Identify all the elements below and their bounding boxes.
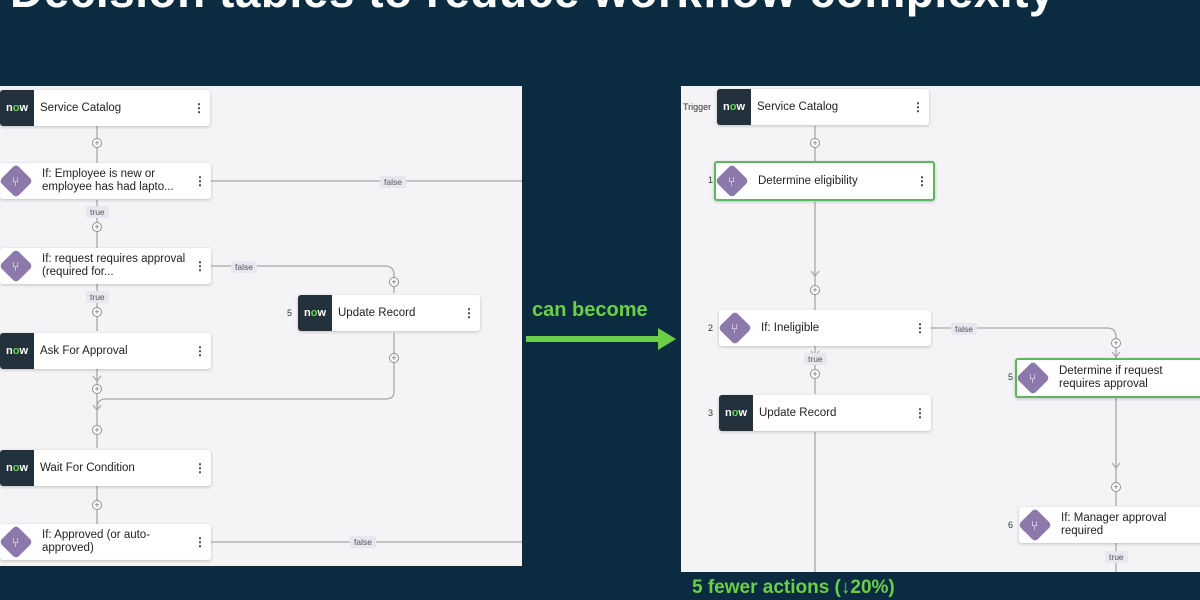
add-step-plus-icon[interactable]: + (389, 277, 399, 287)
step-number: 5 (287, 308, 293, 318)
add-step-plus-icon[interactable]: + (92, 222, 102, 232)
node-label: Service Catalog (40, 101, 122, 114)
add-step-plus-icon[interactable]: + (1111, 338, 1121, 348)
true-branch-tag: true (86, 206, 109, 218)
step-number: 5 (1008, 372, 1014, 382)
true-branch-tag: true (1105, 551, 1128, 563)
node-label: Determine eligibility (758, 174, 858, 187)
right-node-determine-eligibility[interactable]: ⑂ Determine eligibility ⋮ (714, 161, 935, 201)
transition-arrow-icon (526, 328, 676, 350)
add-step-plus-icon[interactable]: + (92, 384, 102, 394)
transition-label: can become (532, 299, 648, 321)
step-number: 2 (708, 323, 714, 333)
summary-note: 5 fewer actions (↓20%) (692, 577, 895, 598)
kebab-menu-icon[interactable]: ⋮ (193, 101, 205, 115)
false-branch-tag: false (231, 261, 257, 273)
kebab-menu-icon[interactable]: ⋮ (912, 100, 924, 114)
add-step-plus-icon[interactable]: + (92, 138, 102, 148)
branch-icon: ⑂ (0, 163, 36, 199)
left-node-if-employee[interactable]: ⑂ If: Employee is new or employee has ha… (0, 163, 211, 199)
kebab-menu-icon[interactable]: ⋮ (916, 174, 928, 188)
left-node-if-request-approval[interactable]: ⑂ If: request requires approval (require… (0, 248, 211, 284)
branch-icon: ⑂ (1013, 360, 1053, 396)
step-number: 3 (708, 408, 714, 418)
add-step-plus-icon[interactable]: + (92, 500, 102, 510)
node-label: If: Approved (or auto-approved) (42, 529, 151, 554)
branch-icon: ⑂ (712, 163, 752, 199)
left-node-if-approved[interactable]: ⑂ If: Approved (or auto-approved) ⋮ (0, 524, 211, 560)
step-number: 1 (708, 175, 714, 185)
right-node-if-manager-approval[interactable]: ⑂ If: Manager approval required (1018, 507, 1200, 543)
add-step-plus-icon[interactable]: + (92, 307, 102, 317)
branch-icon: ⑂ (0, 524, 36, 560)
true-branch-tag: true (804, 353, 827, 365)
add-step-plus-icon[interactable]: + (1111, 482, 1121, 492)
right-node-determine-approval[interactable]: ⑂ Determine if request requires approval (1015, 358, 1200, 398)
node-label: If: Ineligible (761, 321, 820, 334)
branch-icon: ⑂ (715, 310, 755, 346)
kebab-menu-icon[interactable]: ⋮ (194, 174, 206, 188)
node-label: Ask For Approval (40, 344, 128, 357)
add-step-plus-icon[interactable]: + (810, 138, 820, 148)
node-label: If: request requires approval (required … (42, 253, 186, 278)
add-step-plus-icon[interactable]: + (389, 353, 399, 363)
false-branch-tag: false (350, 536, 376, 548)
add-step-plus-icon[interactable]: + (810, 285, 820, 295)
node-label: Update Record (338, 306, 416, 319)
kebab-menu-icon[interactable]: ⋮ (914, 321, 926, 335)
kebab-menu-icon[interactable]: ⋮ (463, 306, 475, 320)
kebab-menu-icon[interactable]: ⋮ (914, 406, 926, 420)
false-branch-tag: false (380, 176, 406, 188)
node-label: Service Catalog (757, 100, 839, 113)
branch-icon: ⑂ (1015, 507, 1055, 543)
node-label: Update Record (759, 406, 837, 419)
right-node-if-ineligible[interactable]: ⑂ If: Ineligible ⋮ (718, 310, 931, 346)
slide-title: Decision tables to reduce workflow compl… (10, 0, 1055, 18)
node-label: If: Manager approval required (1061, 512, 1167, 537)
node-label: Wait For Condition (40, 461, 135, 474)
node-label: If: Employee is new or employee has had … (42, 168, 174, 193)
add-step-plus-icon[interactable]: + (810, 369, 820, 379)
step-number: 6 (1008, 520, 1014, 530)
false-branch-tag: false (951, 323, 977, 335)
node-label: Determine if request requires approval (1059, 365, 1163, 390)
trigger-label: Trigger (683, 102, 712, 112)
kebab-menu-icon[interactable]: ⋮ (194, 535, 206, 549)
true-branch-tag: true (86, 291, 109, 303)
add-step-plus-icon[interactable]: + (92, 425, 102, 435)
kebab-menu-icon[interactable]: ⋮ (194, 344, 206, 358)
kebab-menu-icon[interactable]: ⋮ (194, 461, 206, 475)
kebab-menu-icon[interactable]: ⋮ (194, 259, 206, 273)
branch-icon: ⑂ (0, 248, 36, 284)
